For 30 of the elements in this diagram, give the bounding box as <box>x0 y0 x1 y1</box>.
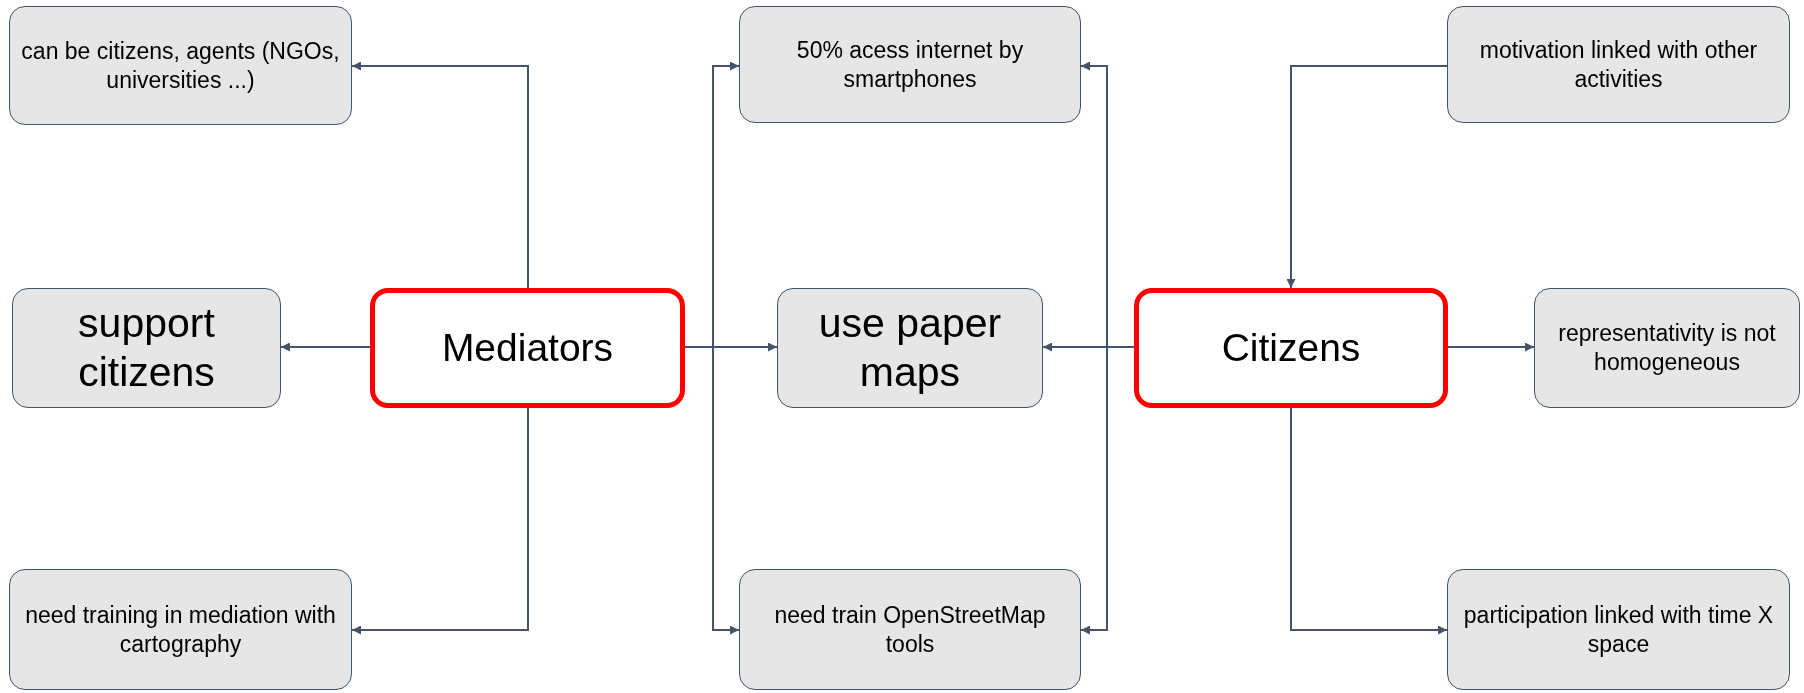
note-box <box>9 6 352 125</box>
topic-box <box>777 288 1043 408</box>
box-text: can be citizens, agents (NGOs, universities ...) <box>20 36 341 95</box>
box-text: Citizens <box>1221 326 1361 370</box>
arrow <box>684 346 740 635</box>
note-box <box>9 569 352 690</box>
box-text: representativity is not homogeneous <box>1557 319 1777 377</box>
note-box <box>1447 569 1790 690</box>
note-box <box>739 6 1081 123</box>
arrow <box>280 342 371 352</box>
box-text: motivation linked with other activities <box>1478 35 1759 94</box>
box-text: Mediators <box>441 326 614 370</box>
main-topic-box <box>1134 288 1448 408</box>
arrow <box>351 407 529 635</box>
note-box <box>1534 288 1800 408</box>
box-text: 50% acess internet by smartphones <box>795 35 1025 94</box>
arrow <box>1286 65 1448 289</box>
box-text: participation linked with time X space <box>1462 600 1775 659</box>
main-topic-box <box>370 288 685 408</box>
arrow <box>1080 346 1135 635</box>
arrow <box>1290 407 1448 635</box>
box-text: use paper maps <box>817 298 1003 397</box>
arrow <box>351 61 529 289</box>
note-box <box>739 569 1081 690</box>
note-box <box>1447 6 1790 123</box>
box-text: need training in mediation with cartography <box>24 600 337 659</box>
box-text: need train OpenStreetMap tools <box>773 600 1047 659</box>
arrow <box>1447 342 1535 352</box>
topic-box <box>12 288 281 408</box>
box-text: support citizens <box>77 298 216 397</box>
